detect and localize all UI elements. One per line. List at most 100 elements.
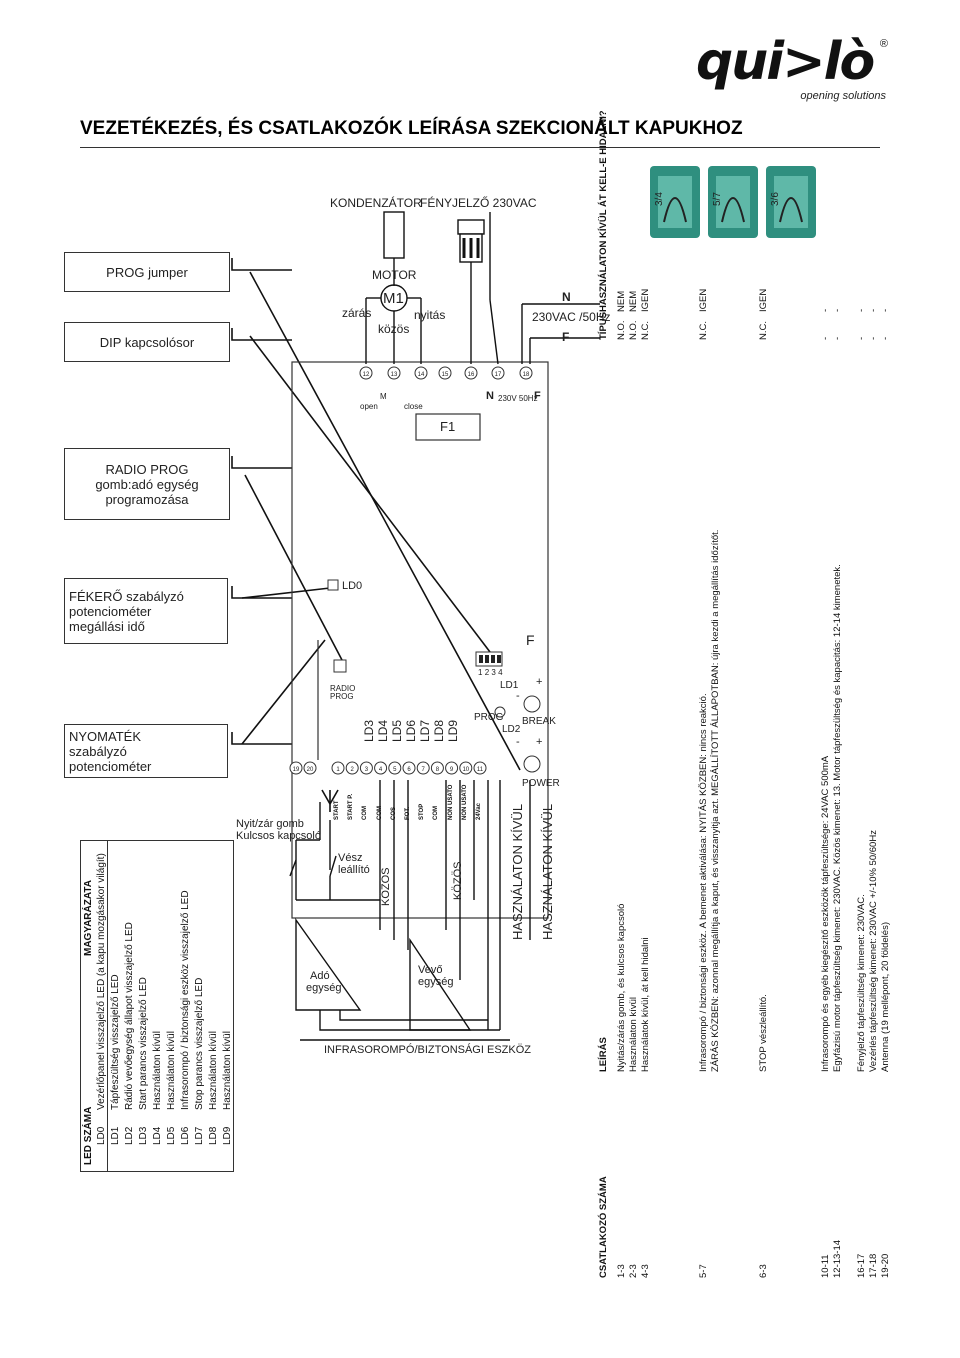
- conn-row-num: 6-3: [758, 1264, 769, 1278]
- led-table-desc: Start parancs visszajelző LED: [138, 977, 149, 1110]
- led-table-desc: Infrasorompó / biztonsági eszköz visszaj…: [180, 890, 191, 1110]
- power-fuse-shape: [523, 755, 541, 773]
- radio-prog-line3: programozása: [105, 491, 189, 507]
- brand-logo: qui>lò ® opening solutions: [696, 36, 896, 106]
- led-table-led: LD1: [110, 1126, 121, 1145]
- radio-prog-box: RADIO PROG gomb:adó egység programozása: [64, 448, 230, 520]
- conn-row-bypass: -: [820, 308, 831, 312]
- prog-jumper-line: [249, 271, 521, 771]
- led-table-led: LD0: [96, 1126, 107, 1145]
- conn-row-num: 16-17: [856, 1253, 867, 1278]
- ld0-label: LD0: [342, 580, 363, 592]
- dip-label: 3/4: [654, 192, 665, 206]
- break-label: BREAK: [522, 716, 556, 727]
- conn-row-type: N.C.: [698, 321, 709, 340]
- conn-row-desc: Infrasorompó / biztonsági eszköz. A beme…: [698, 693, 709, 1072]
- terminal-5: 5: [388, 761, 402, 775]
- conn-row-type: -: [868, 336, 879, 340]
- dip-jumper-wire: [721, 197, 745, 223]
- ld0-led-shape: [327, 579, 339, 591]
- svg-text:11: 11: [477, 767, 484, 773]
- page-title: VEZETÉKEZÉS, ÉS CSATLAKOZÓK LEÍRÁSA SZEK…: [80, 118, 743, 139]
- brake-leader: [231, 586, 292, 599]
- brake-pot-box: FÉKERŐ szabályzó potenciométer megállási…: [64, 578, 228, 644]
- power-label: POWER: [522, 778, 560, 789]
- conn-row-desc-2: ZÁRÁS KÖZBEN: azonnal megállítja a kaput…: [710, 529, 721, 1072]
- conn-row-type: N.C.: [640, 321, 651, 340]
- dip-switch-lever: [497, 655, 501, 663]
- conn-row-desc: Antenna (19 mellépont, 20 földelés): [880, 922, 891, 1072]
- terminal-19: 19: [289, 761, 303, 775]
- led-table-led: LD5: [166, 1126, 177, 1145]
- svg-text:14: 14: [418, 372, 425, 378]
- svg-text:18: 18: [523, 372, 530, 378]
- board-led-ld3: LD3: [362, 719, 376, 742]
- led-table-desc: Rádió vevőegység állapot visszajelző LED: [124, 922, 135, 1110]
- terminal-label: COM: [376, 806, 383, 820]
- conn-row-bypass: -: [856, 308, 867, 312]
- terminal-9: 9: [445, 761, 459, 775]
- ld1-label: LD1: [500, 680, 519, 691]
- led-table-led: LD8: [208, 1126, 219, 1145]
- ld2-label: LD2: [502, 724, 521, 735]
- conn-row-num: 19-20: [880, 1253, 891, 1278]
- prog-label: PROG: [474, 712, 504, 723]
- svg-text:16: 16: [468, 372, 475, 378]
- radio-prog-line1: RADIO PROG: [105, 461, 189, 477]
- break-minus: -: [516, 690, 520, 702]
- conn-row-num: 5-7: [698, 1264, 709, 1278]
- terminal-label: START: [334, 800, 340, 820]
- terminal-6: 6: [402, 761, 416, 775]
- terminal-14: 14: [414, 366, 428, 380]
- control-board: [291, 361, 549, 919]
- dip-label: 3/6: [770, 192, 781, 206]
- conn-row-desc: Vezérlés tápfeszültség kimenet: 230VAC +…: [868, 830, 879, 1072]
- closing-label: zárás: [342, 306, 372, 320]
- phase-label: F: [562, 330, 570, 344]
- prog-jumper-box: PROG jumper: [64, 252, 230, 292]
- conn-row-bypass: -: [832, 308, 843, 312]
- radio-leader: [231, 456, 292, 469]
- conn-row-bypass: IGEN: [758, 288, 769, 312]
- conn-row-desc: Infrasorompó és egyéb kiegészítő eszközö…: [820, 755, 831, 1072]
- dip-switch-lever: [479, 655, 483, 663]
- dip-switch-box: DIP kapcsolósor: [64, 322, 230, 362]
- board-f-label: F: [534, 390, 541, 402]
- led-table-led: LD3: [138, 1126, 149, 1145]
- radio-prog-button-shape: [333, 659, 347, 673]
- terminal-17: 17: [491, 366, 505, 380]
- conn-header-num: CSATLAKOZÓ SZÁMA: [598, 1176, 609, 1278]
- fuse-box: [415, 413, 481, 441]
- conn-row-num: 17-18: [868, 1253, 879, 1278]
- registered-mark: ®: [879, 38, 888, 50]
- terminal-13: 13: [387, 366, 401, 380]
- terminal-label: NON USATO: [447, 784, 454, 820]
- svg-text:15: 15: [442, 372, 449, 378]
- conn-row-desc: Fényjelző tápfeszültség kimenet: 230VAC.: [856, 894, 867, 1072]
- conn-row-num: 2-3: [628, 1264, 639, 1278]
- brake-line3: megállási idő: [69, 618, 145, 634]
- terminal-label: COM: [362, 806, 369, 820]
- terminal-10: 10: [459, 761, 473, 775]
- common-label-2: KÖZÖS: [452, 861, 464, 900]
- conn-row-type: N.C.: [758, 321, 769, 340]
- safety-device-label: INFRASOROMPÓ/BIZTONSÁGI ESZKÖZ: [324, 1044, 531, 1056]
- terminal-16: 16: [464, 366, 478, 380]
- capacitor-shape: [383, 211, 405, 259]
- terminal-3: 3: [359, 761, 373, 775]
- m1-label: M1: [383, 290, 404, 307]
- radio-prog-board-label-2: PROG: [330, 692, 354, 701]
- torque-pot-box: NYOMATÉK szabályzó potenciométer: [64, 724, 228, 778]
- conn-row-desc: STOP vészleállító.: [758, 994, 769, 1072]
- dip-illustration: 3/4: [648, 166, 702, 238]
- motor-label: MOTOR: [372, 268, 417, 282]
- lamp-label: FÉNYJELZŐ 230VAC: [420, 196, 537, 210]
- dip-leader: [231, 328, 292, 341]
- led-table-desc: Használaton kívül: [166, 1031, 177, 1110]
- board-led-ld6: LD6: [404, 719, 418, 742]
- board-led-ld5: LD5: [390, 719, 404, 742]
- conn-row-type: -: [856, 336, 867, 340]
- opening-label: nyitás: [414, 308, 446, 322]
